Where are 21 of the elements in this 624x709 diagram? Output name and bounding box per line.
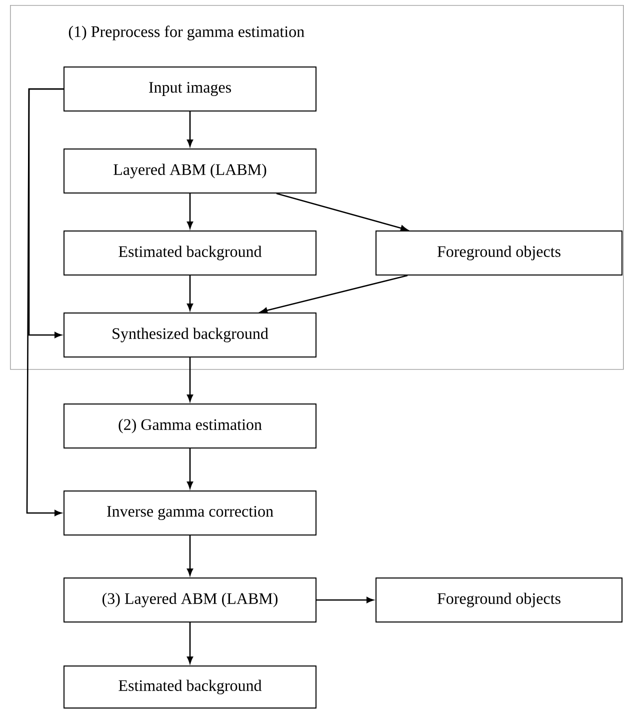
arrow xyxy=(260,274,408,314)
process-box: Inverse gamma correction xyxy=(64,490,316,536)
process-box: Foreground objects xyxy=(376,230,622,276)
process-box: Estimated background xyxy=(64,666,316,708)
process-box: Synthesized background xyxy=(64,312,316,358)
arrow xyxy=(187,112,193,147)
arrow xyxy=(316,597,374,603)
arrow xyxy=(187,276,193,311)
arrow xyxy=(187,622,193,664)
process-box: (2) Gamma estimation xyxy=(64,404,316,448)
arrow xyxy=(187,358,193,402)
process-box: Input images xyxy=(64,66,316,112)
process-box: Layered ABM (LABM) xyxy=(64,148,316,194)
arrow xyxy=(187,536,193,576)
arrow xyxy=(26,88,64,516)
process-box: Estimated background xyxy=(64,230,316,276)
process-box: Foreground objects xyxy=(376,578,622,622)
arrow xyxy=(187,448,193,489)
arrow xyxy=(187,194,193,229)
process-box: (3) Layered ABM (LABM) xyxy=(64,578,316,622)
arrow xyxy=(276,192,408,232)
